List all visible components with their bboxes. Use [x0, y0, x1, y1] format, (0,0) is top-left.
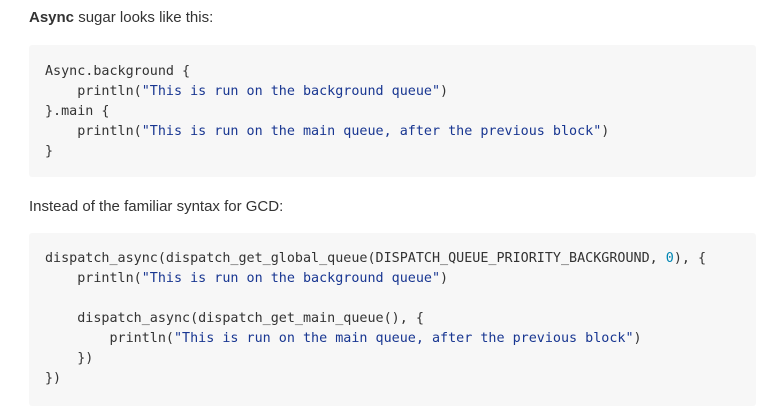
code-line: println("This is run on the background q… — [45, 269, 756, 289]
code-number: 0 — [665, 251, 674, 266]
intro-paragraph: Async sugar looks like this: — [29, 8, 213, 28]
code-line-blank — [45, 289, 756, 309]
code-line: Async.background { — [45, 62, 756, 82]
gcd-code-block: dispatch_async(dispatch_get_global_queue… — [29, 233, 756, 406]
code-line: } — [45, 142, 756, 162]
code-line: println("This is run on the background q… — [45, 82, 756, 102]
async-code-block: Async.background { println("This is run … — [29, 45, 756, 177]
code-text: println( — [45, 271, 142, 286]
code-string: "This is run on the background queue" — [141, 84, 441, 99]
code-text: println( — [45, 331, 174, 346]
code-text: println( — [77, 124, 142, 139]
code-text: ), { — [673, 251, 707, 266]
intro-text: sugar looks like this: — [74, 9, 214, 26]
code-text: } — [45, 144, 54, 159]
code-line: }) — [45, 371, 62, 386]
code-text: Async.background { — [45, 64, 191, 79]
async-bold: Async — [29, 9, 75, 26]
code-text: dispatch_async(dispatch_get_global_queue… — [45, 251, 666, 266]
code-line: println("This is run on the main queue, … — [45, 122, 756, 142]
code-line: }.main { — [45, 102, 756, 122]
code-string: "This is run on the main queue, after th… — [141, 124, 602, 139]
code-indent — [45, 84, 77, 99]
code-line: dispatch_async(dispatch_get_global_queue… — [45, 249, 756, 269]
code-text: }.main { — [45, 104, 110, 119]
code-line: dispatch_async(dispatch_get_main_queue()… — [45, 311, 424, 326]
code-text: ) — [440, 84, 449, 99]
gcd-paragraph: Instead of the familiar syntax for GCD: — [29, 198, 284, 215]
code-text: ) — [440, 271, 449, 286]
code-text: ) — [633, 331, 642, 346]
code-indent — [45, 124, 77, 139]
code-text: println( — [77, 84, 142, 99]
code-line: }) — [45, 351, 94, 366]
code-line: println("This is run on the main queue, … — [45, 329, 756, 349]
code-text: ) — [601, 124, 610, 139]
code-string: "This is run on the background queue" — [141, 271, 441, 286]
code-string: "This is run on the main queue, after th… — [174, 331, 634, 346]
